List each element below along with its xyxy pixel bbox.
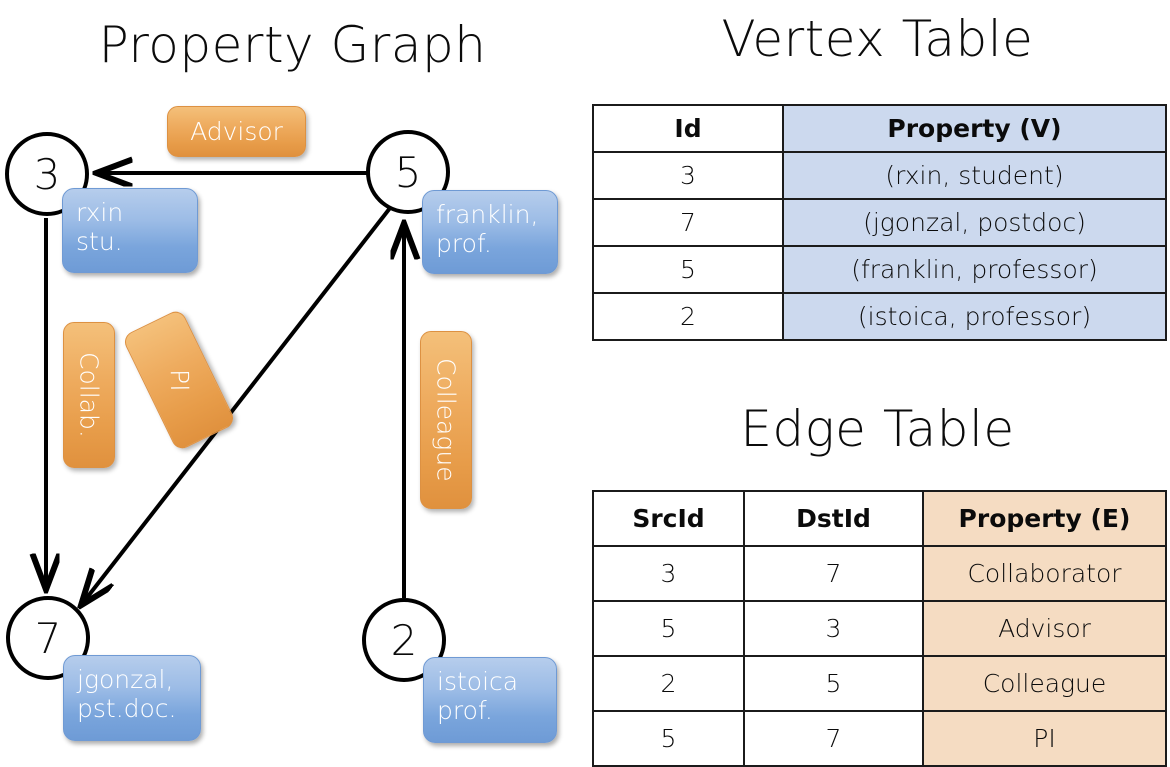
table-row: 7 (jgonzal, postdoc) bbox=[592, 198, 1167, 247]
graph-node-7-label: 7 bbox=[34, 613, 62, 663]
page-title-property-graph: Property Graph bbox=[98, 16, 487, 74]
edge-row-3-dst: 7 bbox=[743, 710, 924, 767]
vertex-property-box-2[interactable]: istoica prof. bbox=[423, 657, 557, 743]
vertex-property-7-line1: jgonzal, bbox=[77, 665, 174, 694]
edge-label-colleague[interactable]: Colleague bbox=[420, 331, 472, 509]
vertex-property-3-line2: stu. bbox=[76, 227, 123, 256]
vertex-row-2-property: (franklin, professor) bbox=[782, 245, 1167, 294]
edge-row-2-dst: 5 bbox=[743, 655, 924, 712]
graph-node-3-label: 3 bbox=[33, 149, 61, 199]
vertex-row-0-id: 3 bbox=[592, 151, 784, 200]
edge-row-2-src: 2 bbox=[592, 655, 745, 712]
vertex-property-box-7[interactable]: jgonzal, pst.doc. bbox=[63, 655, 201, 741]
edge-table-header-dstid: DstId bbox=[743, 490, 924, 547]
vertex-property-box-5[interactable]: franklin, prof. bbox=[422, 190, 558, 274]
property-graph-diagram: 3 5 7 2 rxin stu. franklin, prof. jgonza… bbox=[0, 0, 585, 760]
graph-node-2-label: 2 bbox=[390, 615, 418, 665]
vertex-table: Id Property (V) 3 (rxin, student) 7 (jgo… bbox=[592, 104, 1167, 341]
edge-table: SrcId DstId Property (E) 3 7 Collaborato… bbox=[592, 490, 1167, 767]
edge-5-to-7 bbox=[82, 206, 392, 604]
edge-row-0-property: Collaborator bbox=[922, 545, 1167, 602]
vertex-table-header-property: Property (V) bbox=[782, 104, 1167, 153]
vertex-property-2-line2: prof. bbox=[437, 696, 493, 725]
vertex-row-1-property: (jgonzal, postdoc) bbox=[782, 198, 1167, 247]
table-row: 3 (rxin, student) bbox=[592, 151, 1167, 200]
edge-label-pi-text: PI bbox=[164, 368, 194, 392]
table-row: 5 (franklin, professor) bbox=[592, 245, 1167, 294]
vertex-property-2-line1: istoica bbox=[437, 667, 519, 696]
vertex-property-7-line2: pst.doc. bbox=[77, 694, 177, 723]
table-row: 5 3 Advisor bbox=[592, 600, 1167, 657]
table-row: 3 7 Collaborator bbox=[592, 545, 1167, 602]
vertex-table-header-id: Id bbox=[592, 104, 784, 153]
edge-row-2-property: Colleague bbox=[922, 655, 1167, 712]
edge-label-advisor[interactable]: Advisor bbox=[167, 106, 306, 157]
edge-row-0-src: 3 bbox=[592, 545, 745, 602]
edge-table-header-property: Property (E) bbox=[922, 490, 1167, 547]
vertex-row-3-id: 2 bbox=[592, 292, 784, 341]
table-row: 5 7 PI bbox=[592, 710, 1167, 767]
edge-label-collab[interactable]: Collab. bbox=[63, 322, 115, 468]
table-row: 2 5 Colleague bbox=[592, 655, 1167, 712]
vertex-row-0-property: (rxin, student) bbox=[782, 151, 1167, 200]
vertex-property-5-line1: franklin, bbox=[436, 200, 539, 229]
edge-row-0-dst: 7 bbox=[743, 545, 924, 602]
edge-row-3-property: PI bbox=[922, 710, 1167, 767]
vertex-property-3-line1: rxin bbox=[76, 198, 124, 227]
vertex-table-header-row: Id Property (V) bbox=[592, 104, 1167, 153]
edge-label-collab-text: Collab. bbox=[74, 352, 104, 438]
edge-row-1-dst: 3 bbox=[743, 600, 924, 657]
table-row: 2 (istoica, professor) bbox=[592, 292, 1167, 341]
vertex-property-5-line2: prof. bbox=[436, 229, 492, 258]
vertex-property-box-3[interactable]: rxin stu. bbox=[62, 188, 198, 273]
section-title-edge-table: Edge Table bbox=[740, 400, 1015, 458]
vertex-row-2-id: 5 bbox=[592, 245, 784, 294]
graph-node-5-label: 5 bbox=[394, 147, 422, 197]
edge-table-header-srcid: SrcId bbox=[592, 490, 745, 547]
vertex-row-3-property: (istoica, professor) bbox=[782, 292, 1167, 341]
edge-table-header-row: SrcId DstId Property (E) bbox=[592, 490, 1167, 547]
vertex-row-1-id: 7 bbox=[592, 198, 784, 247]
section-title-vertex-table: Vertex Table bbox=[721, 10, 1034, 68]
graph-edges-svg bbox=[0, 0, 585, 760]
edge-row-3-src: 5 bbox=[592, 710, 745, 767]
edge-label-advisor-text: Advisor bbox=[190, 117, 283, 146]
edge-row-1-src: 5 bbox=[592, 600, 745, 657]
graph-node-5[interactable]: 5 bbox=[366, 130, 450, 214]
graph-node-2[interactable]: 2 bbox=[362, 598, 446, 682]
edge-row-1-property: Advisor bbox=[922, 600, 1167, 657]
edge-label-colleague-text: Colleague bbox=[431, 358, 461, 482]
